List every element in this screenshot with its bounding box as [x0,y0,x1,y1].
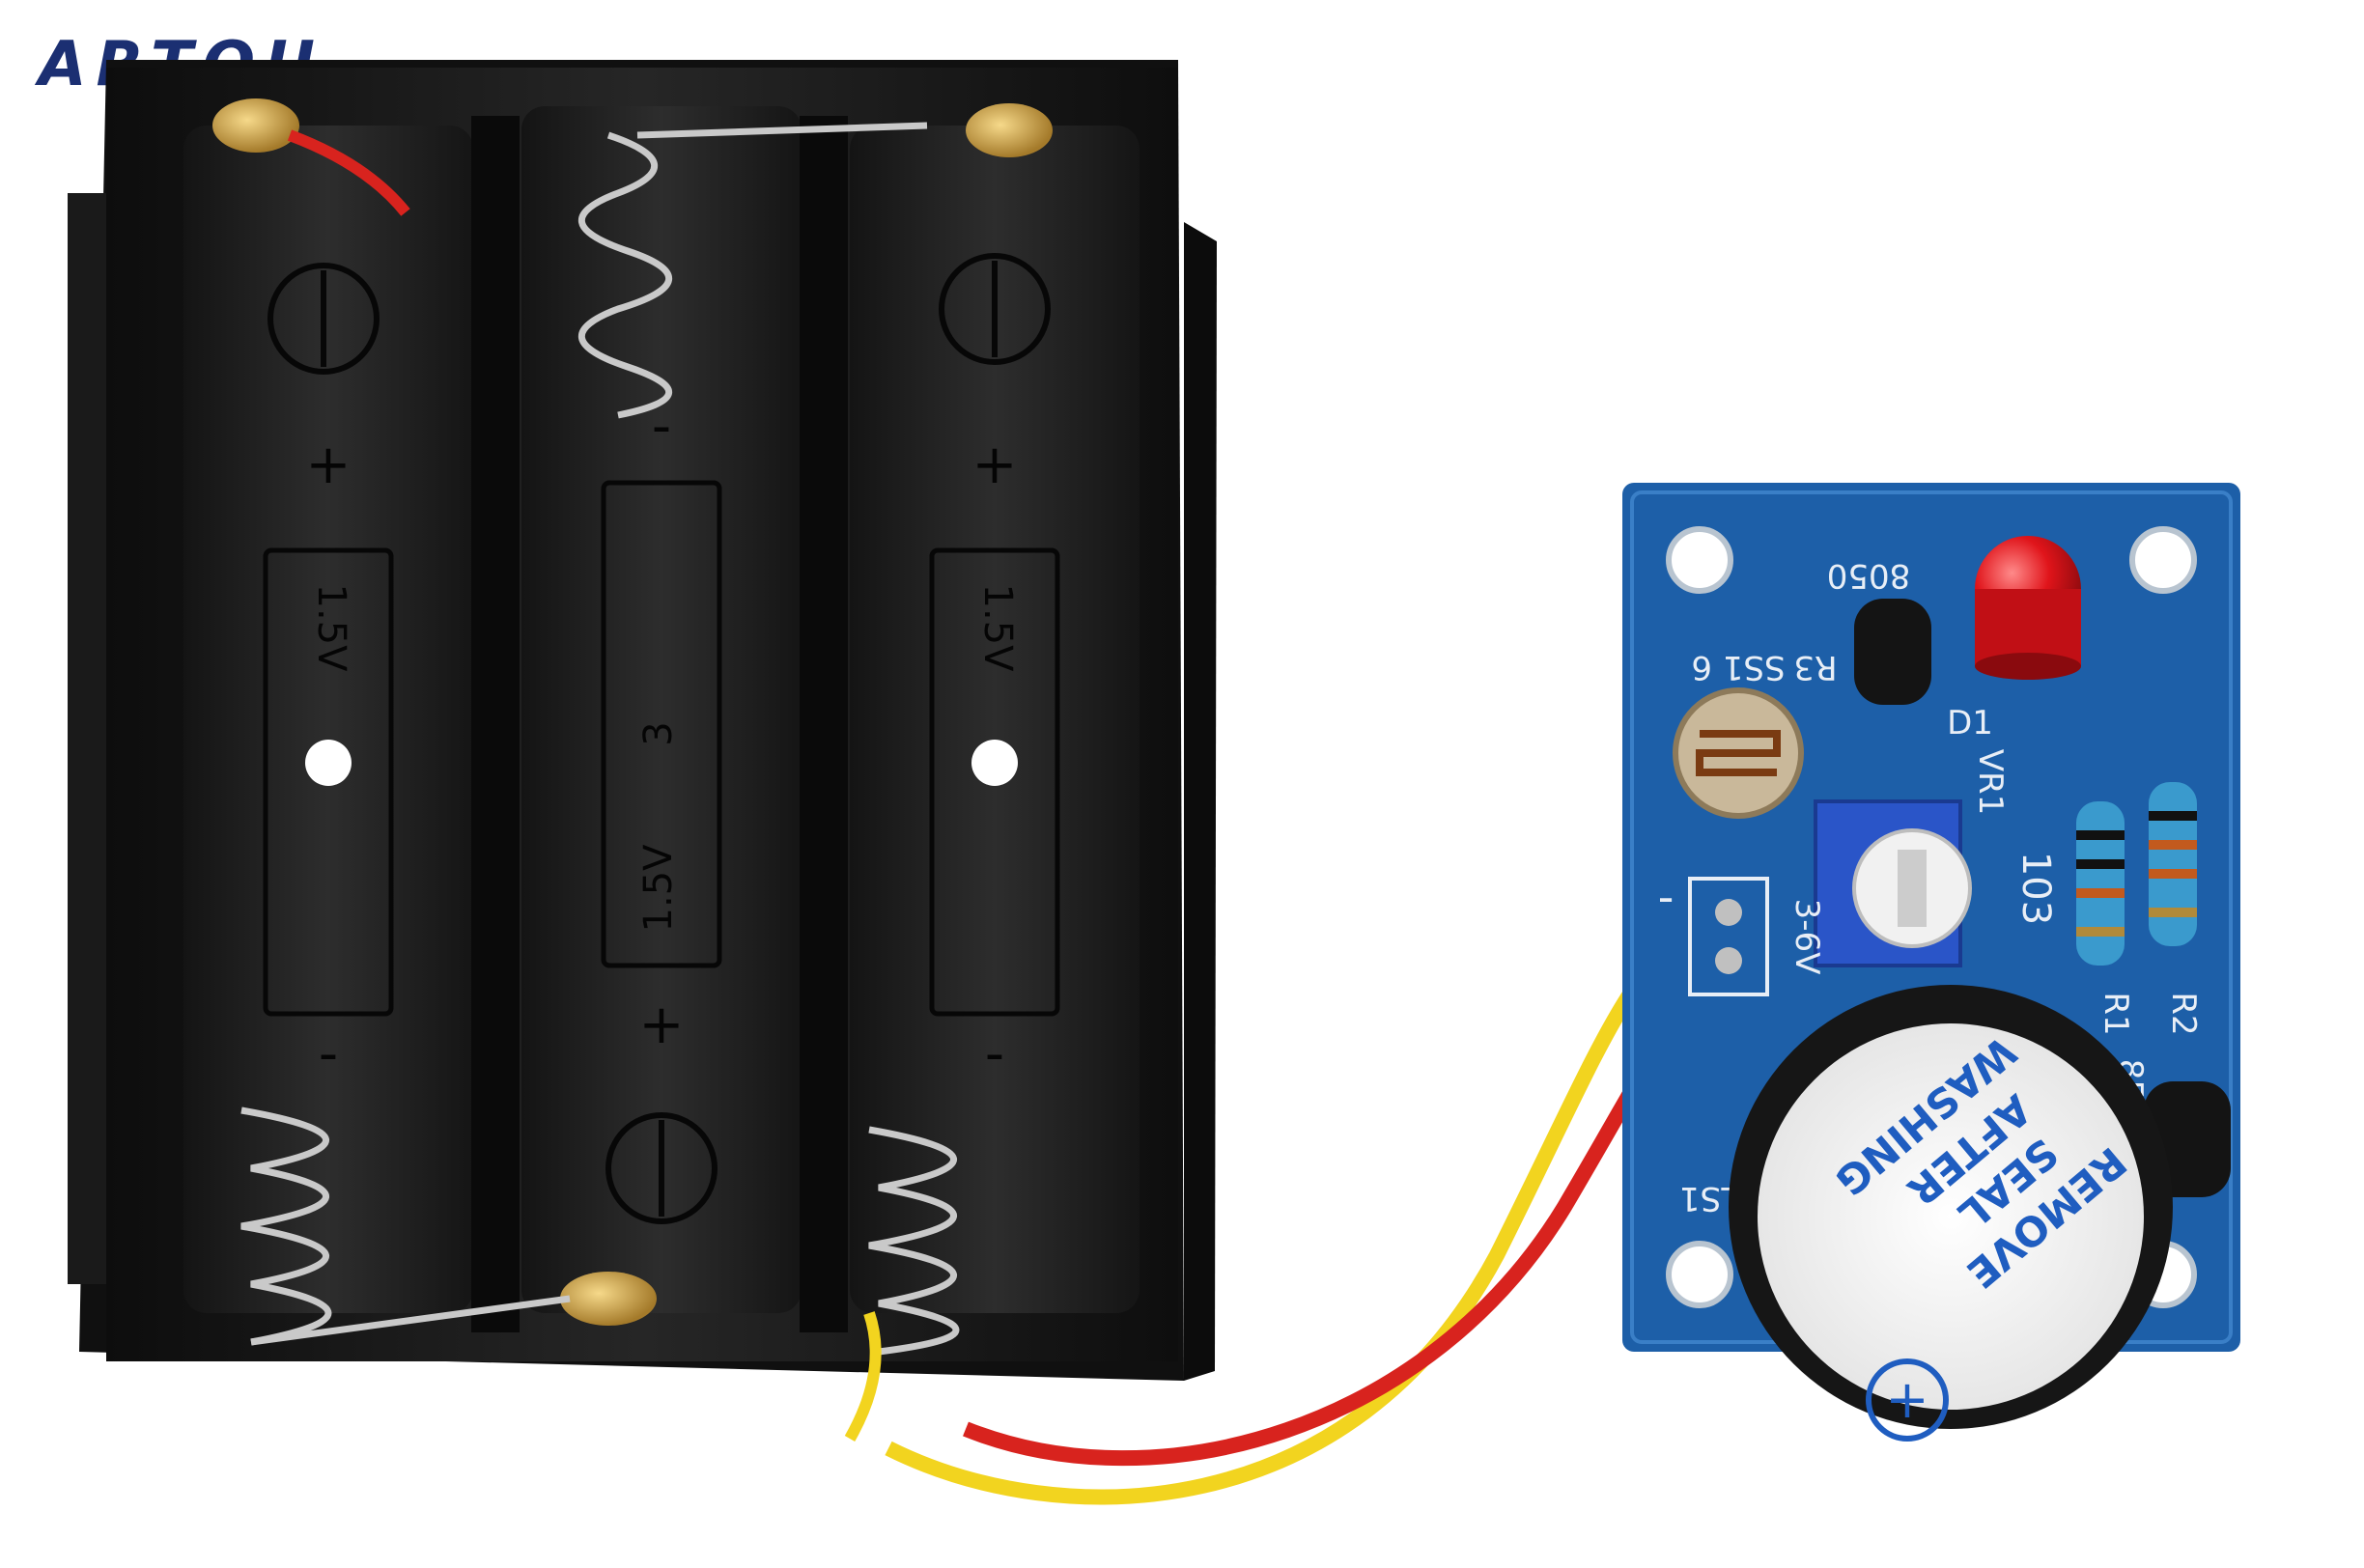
buzzer: REMOVE SEAL AFTER WASHING + [1729,985,2173,1442]
yellow-wire-stub [844,1311,882,1442]
transistor-q1 [1854,599,1931,705]
spring-top-middle [578,122,928,419]
label-pot-value: 103 [2013,852,2058,925]
label-8050: 8050 [1827,556,1911,595]
mounting-hole [305,740,352,786]
cell-3-minus: - [985,1022,1004,1085]
cell-1-voltage: 1.5V [309,584,353,673]
brass-contact [966,103,1053,157]
label-r2: R2 [2164,992,2203,1035]
battery-slot-3 [850,126,1140,1313]
buzzer-plus-circle [1866,1358,1949,1442]
pcb-hole [1666,526,1733,594]
label-power: 3-6V [1787,899,1826,975]
cell-3-voltage: 1.5V [975,584,1020,673]
label-d1: D1 [1947,704,1993,742]
cell-2-voltage: 1.5V [636,844,681,933]
label-ldr: SS1 6 [1691,648,1785,686]
buzzer-plus: + [1885,1369,1928,1430]
spring-bottom-left [240,1106,571,1346]
power-header [1688,877,1769,996]
brass-contact [212,98,299,153]
battery-holder: + - 1.5V + - 1.5V - + 3 1.5V [68,60,1217,1381]
brass-contact [560,1272,657,1326]
cell-1-minus: - [319,1022,338,1085]
spring-bottom-right [868,1126,960,1356]
cell-2-minus: - [652,395,671,458]
label-r3: R3 [1793,648,1837,686]
cell-2-plus: + [639,994,685,1056]
battery-slot-2 [521,106,802,1313]
red-wire-stub [287,129,410,216]
label-r1: R1 [2097,992,2135,1035]
resistor-r1 [2076,801,2125,966]
pcb-hole [1666,1241,1733,1308]
label-vr1: VR1 [1971,749,2010,816]
cell-2-number: 3 [636,721,681,745]
cell-3-plus: + [972,434,1018,496]
battery-slot-1 [183,126,473,1313]
cell-1-plus: + [306,434,352,496]
mounting-hole [971,740,1018,786]
label-minus: - [1658,871,1674,923]
pcb-hole [2129,526,2197,594]
resistor-r2 [2149,782,2197,946]
